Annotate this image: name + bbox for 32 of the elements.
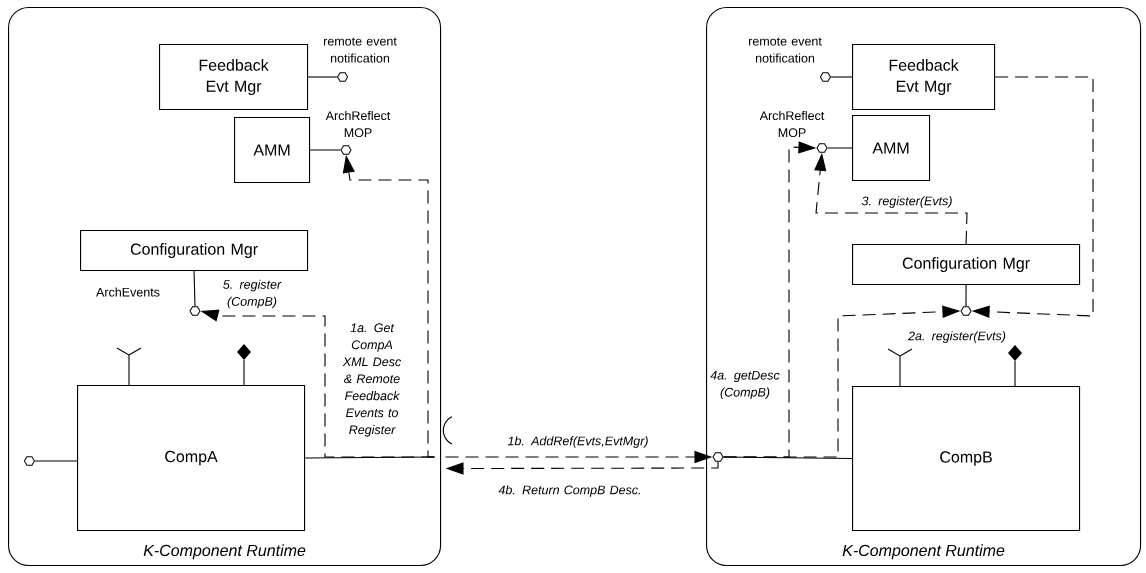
port-symbol	[712, 452, 724, 462]
port-symbol	[189, 306, 201, 316]
edge-label: 4b. Return CompB Desc.	[498, 485, 640, 497]
edge-label: 1b. AddRef(Evts,EvtMgr)	[507, 436, 648, 448]
connector-line	[723, 456, 853, 460]
component-box: Configuration Mgr	[80, 230, 309, 272]
connector-line	[309, 149, 341, 151]
component-box: AMM	[852, 115, 931, 182]
component-box: AMM	[234, 117, 311, 184]
interface-label: ArchEvents	[96, 287, 160, 297]
component-box: Feedback Evt Mgr	[852, 44, 996, 111]
connector-line	[965, 284, 967, 307]
component-box: Configuration Mgr	[852, 244, 1081, 286]
interface-label: ArchReflect MOP	[759, 110, 825, 138]
component-box: CompA	[77, 385, 306, 532]
edge-label: 1a. Get CompA XML Desc & Remote Feedback Events to Register	[342, 323, 402, 437]
port-symbol	[816, 143, 828, 153]
edge-label: 2a. register(Evts)	[907, 331, 1006, 343]
port-symbol	[340, 145, 352, 155]
component-box: Feedback Evt Mgr	[159, 44, 309, 111]
edge-label: 5. register (CompB)	[223, 279, 282, 309]
edge-label: 4a. getDesc (CompB)	[710, 370, 780, 400]
socket-symbol	[442, 416, 453, 445]
interface-label: remote event notification	[324, 37, 397, 63]
connector-line	[193, 270, 196, 307]
edge-label: 3. register(Evts)	[861, 196, 952, 208]
connector-line	[827, 147, 853, 149]
interface-label: ArchReflect MOP	[325, 110, 391, 138]
interface-label: remote event notification	[749, 37, 822, 63]
connector-line	[304, 456, 435, 459]
component-box: CompB	[852, 386, 1081, 532]
port-symbol	[960, 306, 972, 316]
